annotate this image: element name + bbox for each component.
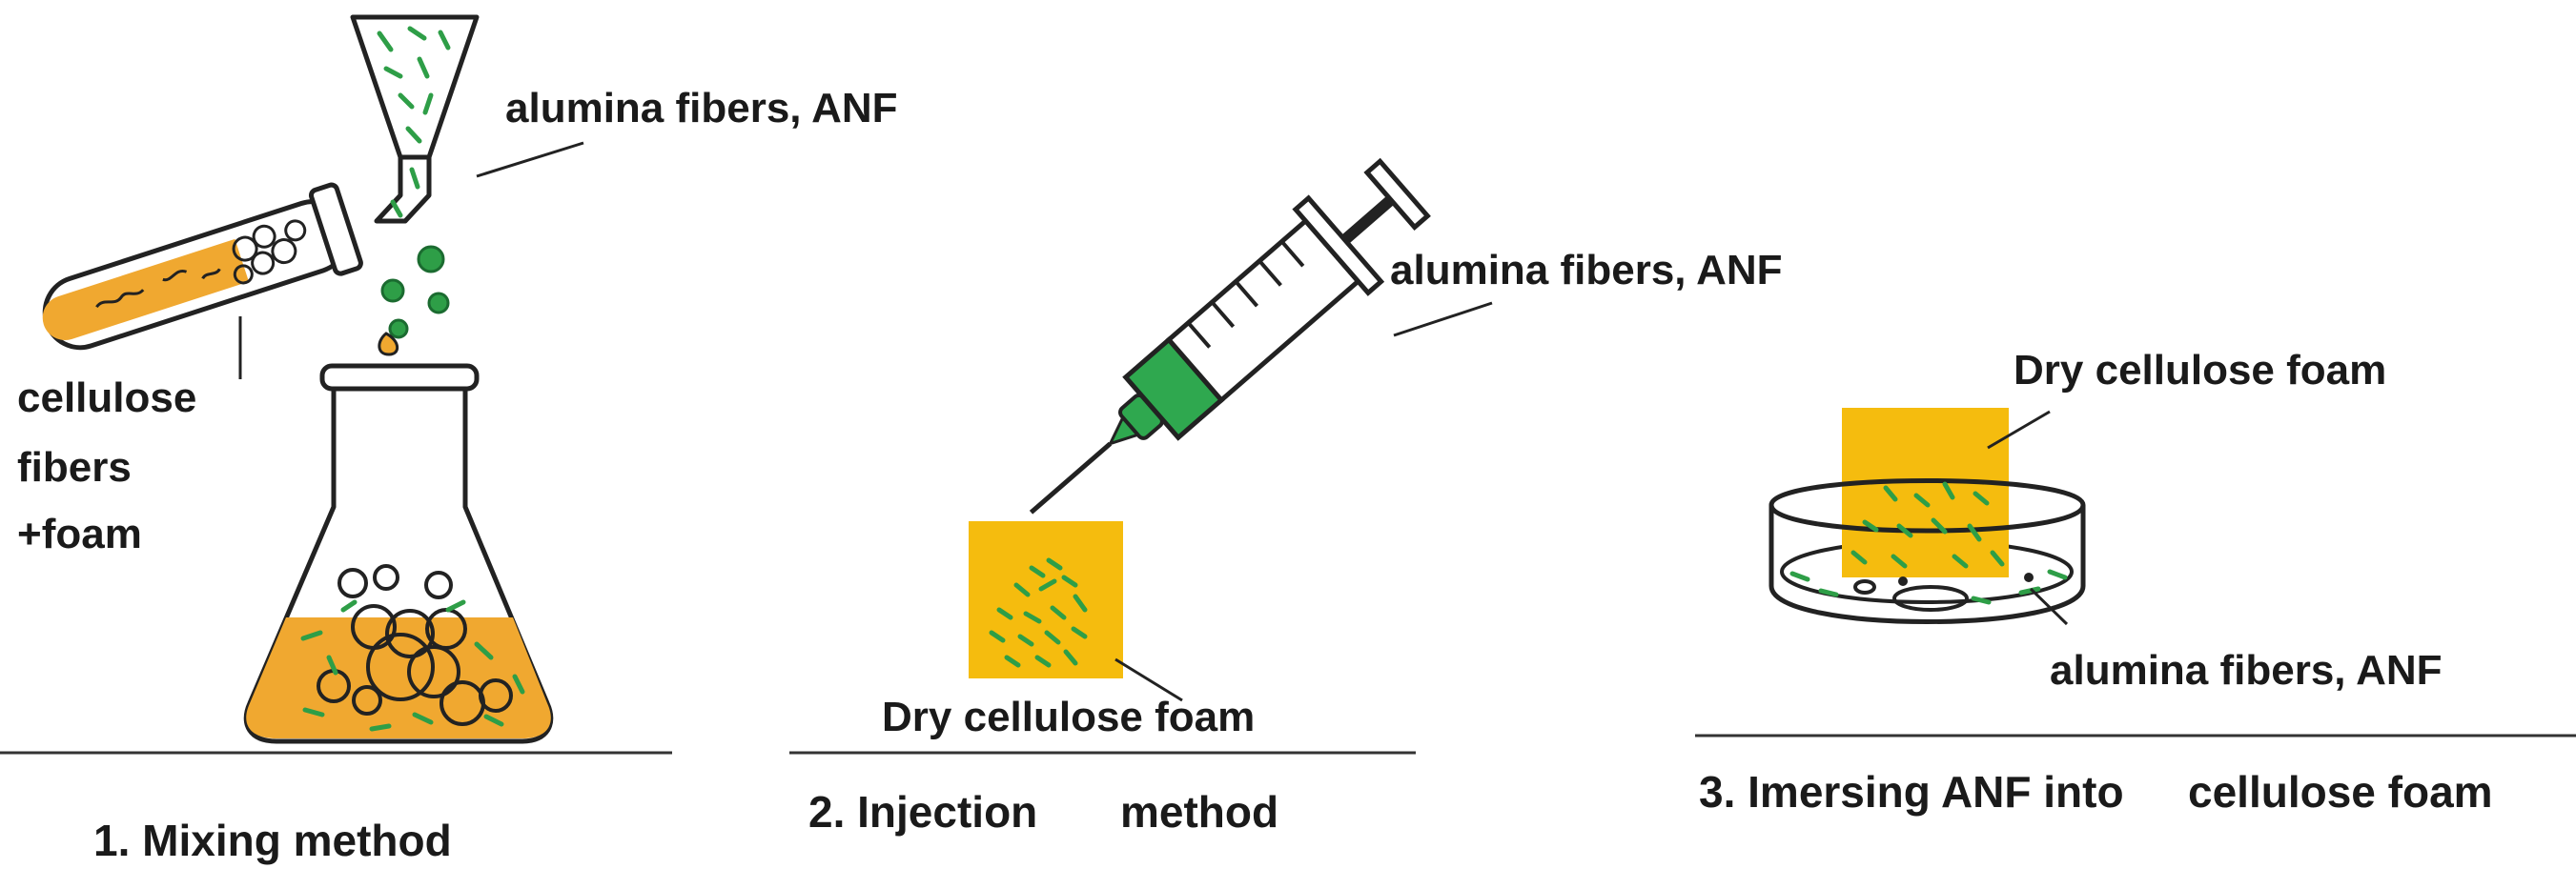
panel1-fiber-label: alumina fibers, ANF [505,85,898,131]
panel1-caption: 1. Mixing method [93,816,452,865]
funnel-icon [350,14,480,224]
panel-mixing-method: alumina fibers, ANF cellulose fibers +fo… [0,14,898,865]
erlenmeyer-flask-icon [243,363,554,744]
panel3-caption-part2: cellulose foam [2188,767,2493,817]
panel2-foam-label: Dry cellulose foam [882,694,1255,740]
tube-label-line3: +foam [17,511,142,557]
falling-drops [380,245,450,339]
panel3-fiber-label: alumina fibers, ANF [2050,647,2443,694]
panel2-caption-part2: method [1120,787,1278,837]
panel-immersing-method: Dry cellulose foam alumina fibers, ANF 3… [1695,347,2576,817]
panel2-caption-part1: 2. Injection [808,787,1037,837]
panel3-caption-part1: 3. Imersing ANF into [1699,767,2124,817]
test-tube-icon [42,182,363,351]
panel3-foam-label: Dry cellulose foam [2014,347,2386,394]
panel-injection-method: alumina fibers, ANF Dry cellulose foam 2… [789,157,1783,837]
syringe-icon [1029,157,1431,515]
panel2-fiber-label: alumina fibers, ANF [1390,247,1783,293]
tube-label-line2: fibers [17,444,132,491]
foam-block [1842,408,2009,577]
tube-label-line1: cellulose [17,374,196,421]
foam-block [969,521,1123,678]
